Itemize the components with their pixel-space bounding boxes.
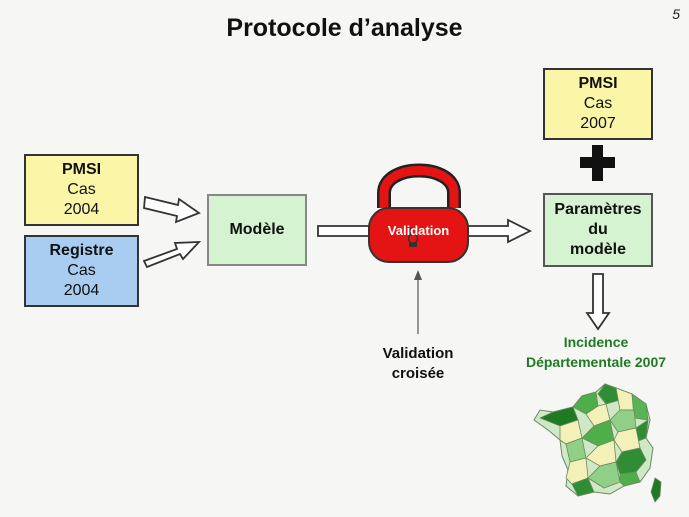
pmsi-2004-name: PMSI xyxy=(61,161,102,178)
slide-number: 5 xyxy=(672,6,680,22)
pmsi-2004-label: Cas xyxy=(67,181,96,198)
parametres-line3: modèle xyxy=(569,241,626,258)
padlock-icon xyxy=(368,163,469,263)
arrow-up-icon xyxy=(414,270,422,280)
pmsi-2004-year: 2004 xyxy=(63,201,100,218)
slide-title: Protocole d’analyse xyxy=(226,14,463,42)
validation-croisee-line2: croisée xyxy=(391,365,445,382)
parametres-box: Paramètres du modèle xyxy=(543,193,653,267)
registre-2004-year: 2004 xyxy=(63,282,100,299)
pmsi-2007-box: PMSI Cas 2007 xyxy=(543,68,653,140)
pmsi-2007-year: 2007 xyxy=(580,115,616,132)
pmsi-2007-label: Cas xyxy=(583,95,613,112)
arrow-down-icon xyxy=(585,273,611,331)
incidence-label: Incidence Départementale 2007 xyxy=(506,332,686,372)
incidence-line1: Incidence xyxy=(563,334,629,350)
arrow-right-icon xyxy=(143,195,201,224)
incidence-line2: Départementale 2007 xyxy=(525,354,667,370)
france-map xyxy=(533,383,662,503)
modele-box: Modèle xyxy=(207,194,307,266)
pmsi-2007-name: PMSI xyxy=(578,75,618,92)
validation-croisee-label: Validation croisée xyxy=(358,344,478,384)
registre-2004-name: Registre xyxy=(49,242,114,259)
modele-name: Modèle xyxy=(229,221,285,238)
registre-2004-box: Registre Cas 2004 xyxy=(24,235,139,307)
lock-label: Validation xyxy=(387,223,450,238)
validation-croisee-line1: Validation xyxy=(382,345,454,362)
arrow-right-icon xyxy=(142,241,202,269)
parametres-line2: du xyxy=(588,221,608,238)
parametres-line1: Paramètres xyxy=(554,201,642,218)
corsica xyxy=(650,477,662,503)
pmsi-2004-box: PMSI Cas 2004 xyxy=(24,154,139,226)
registre-2004-label: Cas xyxy=(67,262,96,279)
plus-icon xyxy=(580,145,615,181)
